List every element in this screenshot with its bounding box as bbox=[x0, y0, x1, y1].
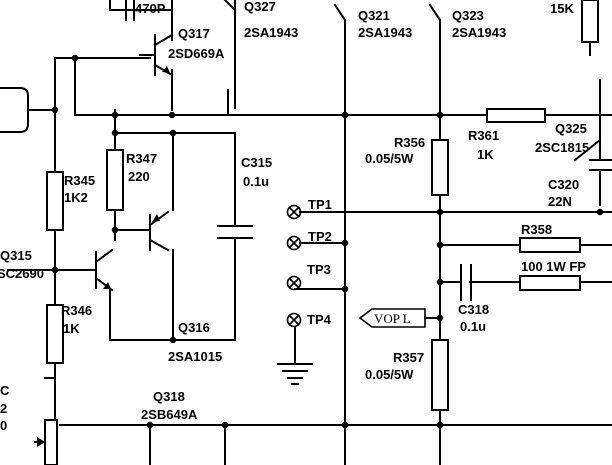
partial-label-line1: C bbox=[0, 383, 10, 398]
q327-part: 2SA1943 bbox=[244, 25, 298, 40]
r356-ref: R356 bbox=[394, 135, 425, 150]
c320-value: 22N bbox=[548, 194, 572, 209]
c318-ref: C318 bbox=[458, 302, 489, 317]
q317-part: 2SD669A bbox=[168, 46, 225, 61]
capacitor-470p bbox=[125, 0, 135, 21]
ground-symbol bbox=[277, 363, 313, 385]
r347-ref: R347 bbox=[126, 151, 157, 166]
partial-label-line2: 2 bbox=[0, 401, 7, 416]
test-point-tp3-marker bbox=[286, 275, 302, 291]
c318-value: 0.1u bbox=[460, 319, 486, 334]
output-tag-label: VOP L bbox=[374, 311, 411, 326]
r356-value: 0.05/5W bbox=[365, 151, 414, 166]
resistor-r346 bbox=[46, 304, 64, 364]
q323-part: 2SA1943 bbox=[452, 25, 506, 40]
r345-ref: R345 bbox=[64, 173, 95, 188]
q321-part: 2SA1943 bbox=[358, 25, 412, 40]
r347-value: 220 bbox=[128, 169, 150, 184]
r346-value: 1K bbox=[63, 321, 80, 336]
q325-part: 2SC1815 bbox=[535, 140, 589, 155]
resistor-15k bbox=[581, 0, 599, 43]
tp4-label: TP4 bbox=[307, 312, 332, 327]
tp2-label: TP2 bbox=[308, 229, 332, 244]
component-labels: 470P Q317 2SD669A Q327 2SA1943 Q321 2SA1… bbox=[0, 0, 589, 433]
r345-value: 1K2 bbox=[64, 190, 88, 205]
transistor-q316-symbol bbox=[148, 210, 170, 252]
capacitor-c320 bbox=[589, 159, 612, 206]
q318-ref: Q318 bbox=[153, 389, 185, 404]
capacitor-470p-value: 470P bbox=[135, 1, 166, 16]
c315-ref: C315 bbox=[241, 155, 272, 170]
r358-value: 100 1W FP bbox=[521, 259, 586, 274]
r361-value: 1K bbox=[477, 147, 494, 162]
c315-value: 0.1u bbox=[243, 174, 269, 189]
output-transistor-leads bbox=[223, 0, 602, 162]
output-tag-vop-l: VOP L bbox=[358, 308, 426, 328]
transistor-q315-symbol bbox=[94, 248, 114, 292]
capacitor-c318 bbox=[460, 264, 472, 301]
partial-label-line3: 0 bbox=[0, 418, 7, 433]
resistor-r357 bbox=[431, 339, 449, 411]
q317-ref: Q317 bbox=[178, 26, 210, 41]
q316-ref: Q316 bbox=[178, 320, 210, 335]
trimmer-potentiometer bbox=[34, 419, 58, 465]
r357-ref: R357 bbox=[393, 350, 424, 365]
junction-dots bbox=[51, 54, 604, 429]
q318-part: 2SB649A bbox=[141, 407, 198, 422]
q323-ref: Q323 bbox=[452, 8, 484, 23]
resistor-15k-value: 15K bbox=[550, 1, 574, 16]
c320-ref: C320 bbox=[548, 177, 579, 192]
resistor-r361 bbox=[486, 108, 546, 123]
r358-ref: R358 bbox=[521, 222, 552, 237]
q315-ref: Q315 bbox=[0, 248, 32, 263]
resistor-r358-a bbox=[519, 237, 581, 253]
test-point-tp4-marker bbox=[286, 312, 302, 328]
tp1-label: TP1 bbox=[308, 197, 332, 212]
r346-ref: R346 bbox=[61, 303, 92, 318]
r357-value: 0.05/5W bbox=[365, 367, 414, 382]
q321-ref: Q321 bbox=[358, 8, 390, 23]
q316-part: 2SA1015 bbox=[168, 349, 222, 364]
resistor-r356 bbox=[431, 139, 449, 196]
resistor-r358-b bbox=[519, 275, 581, 291]
test-point-tp1-marker bbox=[286, 204, 302, 220]
q315-part: SC2690 bbox=[0, 266, 44, 281]
transistor-q317-symbol bbox=[139, 33, 174, 77]
resistor-r347 bbox=[106, 149, 124, 211]
test-point-tp2-marker bbox=[286, 235, 302, 251]
resistor-r345 bbox=[46, 171, 64, 231]
tp3-label: TP3 bbox=[307, 262, 331, 277]
q327-ref: Q327 bbox=[244, 0, 276, 14]
r361-ref: R361 bbox=[468, 128, 499, 143]
capacitor-c315 bbox=[217, 225, 253, 239]
q325-ref: Q325 bbox=[555, 121, 587, 136]
